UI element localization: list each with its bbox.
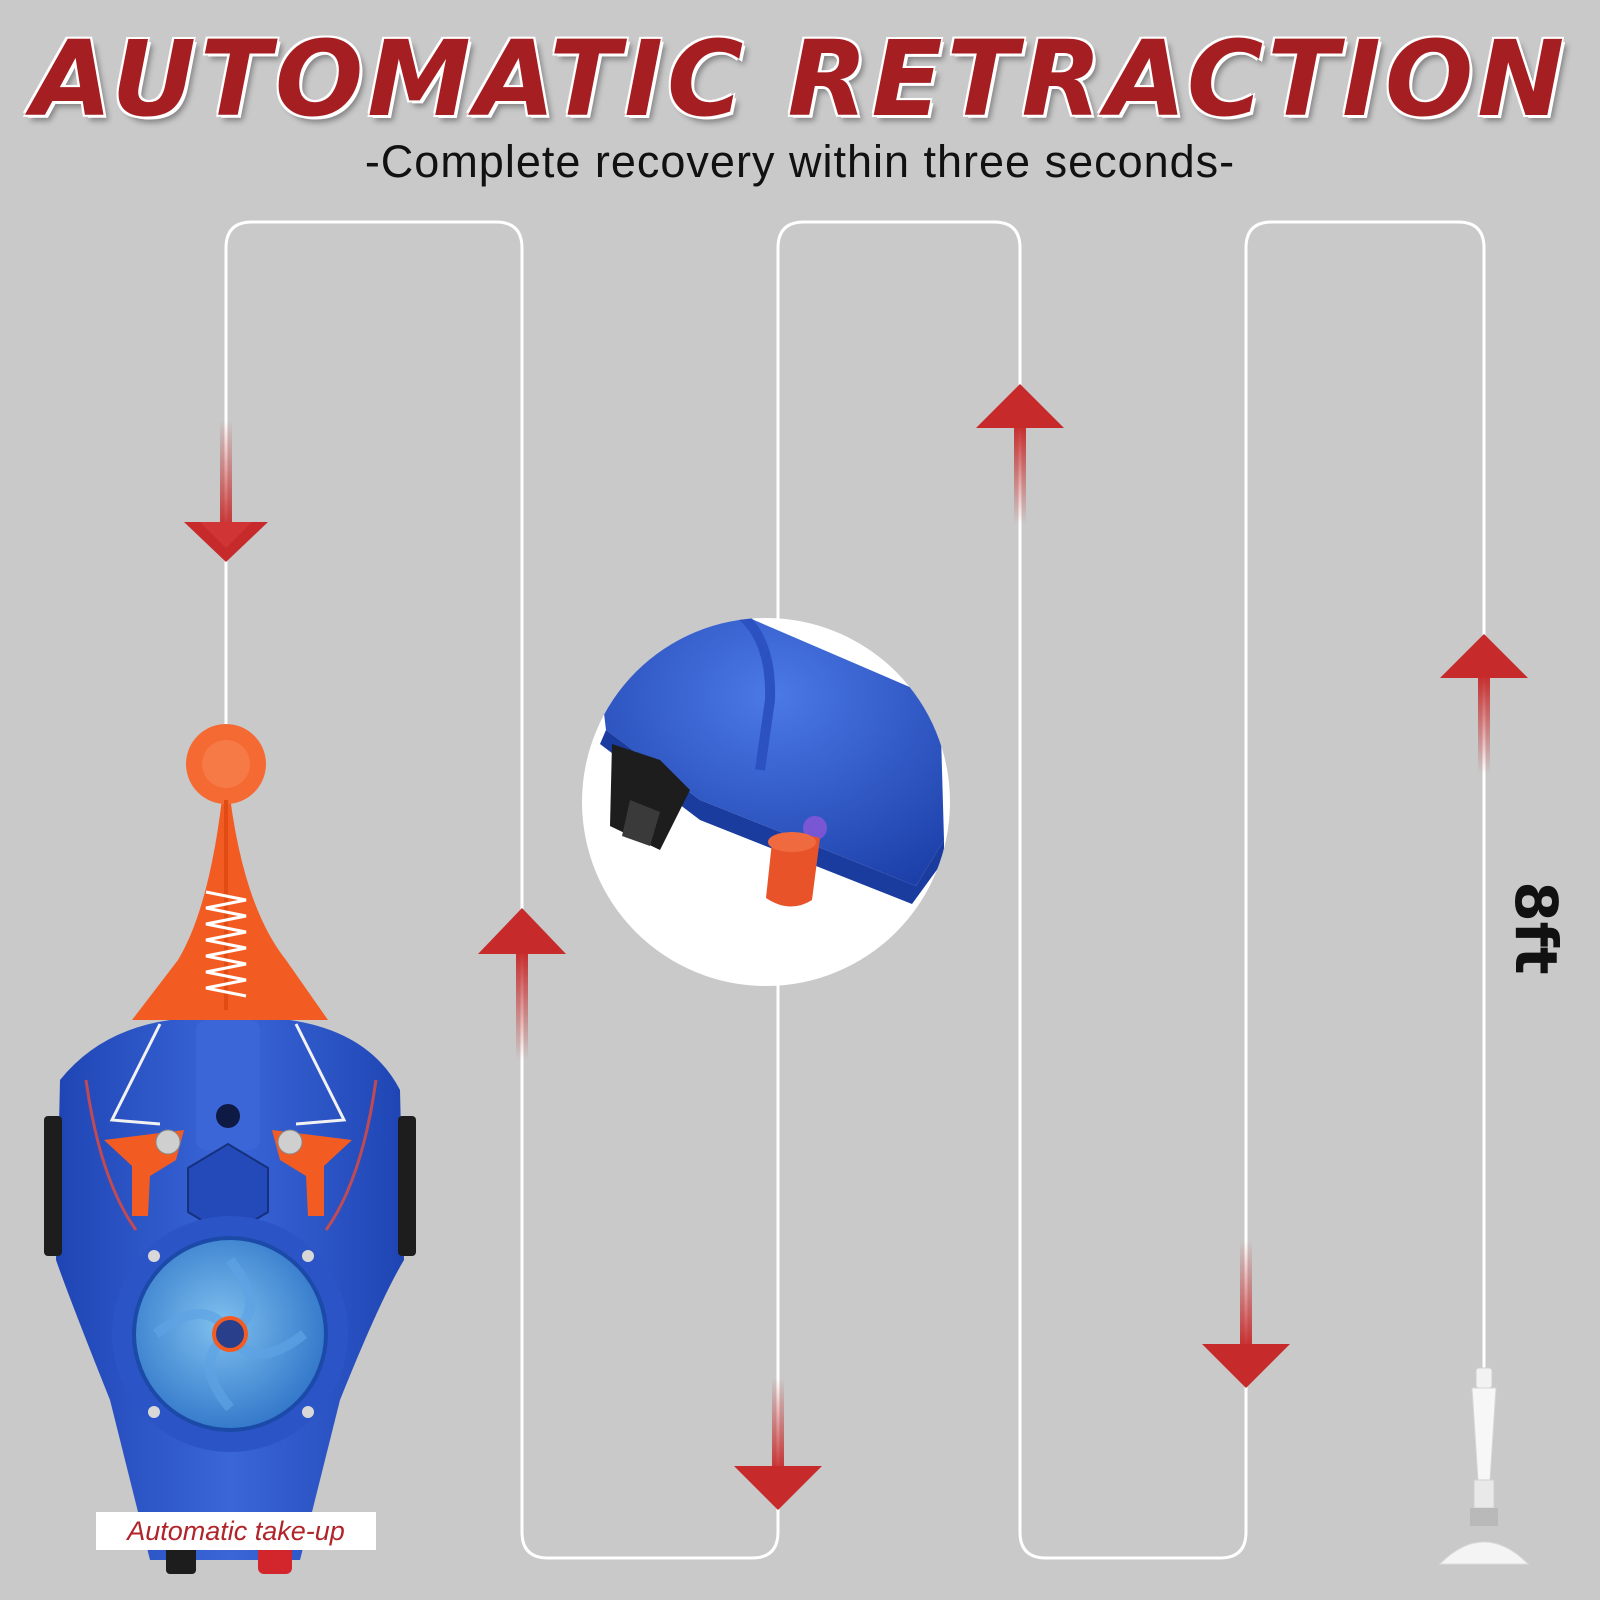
line-length-label: 8ft (1502, 881, 1570, 975)
fishing-line (224, 220, 1486, 1560)
subheadline: -Complete recovery within three seconds- (364, 136, 1236, 187)
direction-arrow-up (976, 384, 1064, 524)
spring (205, 890, 247, 998)
detail-zoom-circle (582, 618, 950, 986)
headline: AUTOMATIC RETRACTION (31, 18, 1569, 140)
direction-arrow-down (1202, 1240, 1290, 1388)
retractable-reel (44, 724, 416, 1574)
direction-arrow-down (734, 1378, 822, 1510)
direction-arrow-down (184, 420, 268, 562)
direction-arrow-up (478, 908, 566, 1060)
direction-arrow-up (1440, 634, 1528, 774)
suction-cup-lure (1438, 1367, 1530, 1565)
reel-caption: Automatic take-up (96, 1512, 376, 1550)
